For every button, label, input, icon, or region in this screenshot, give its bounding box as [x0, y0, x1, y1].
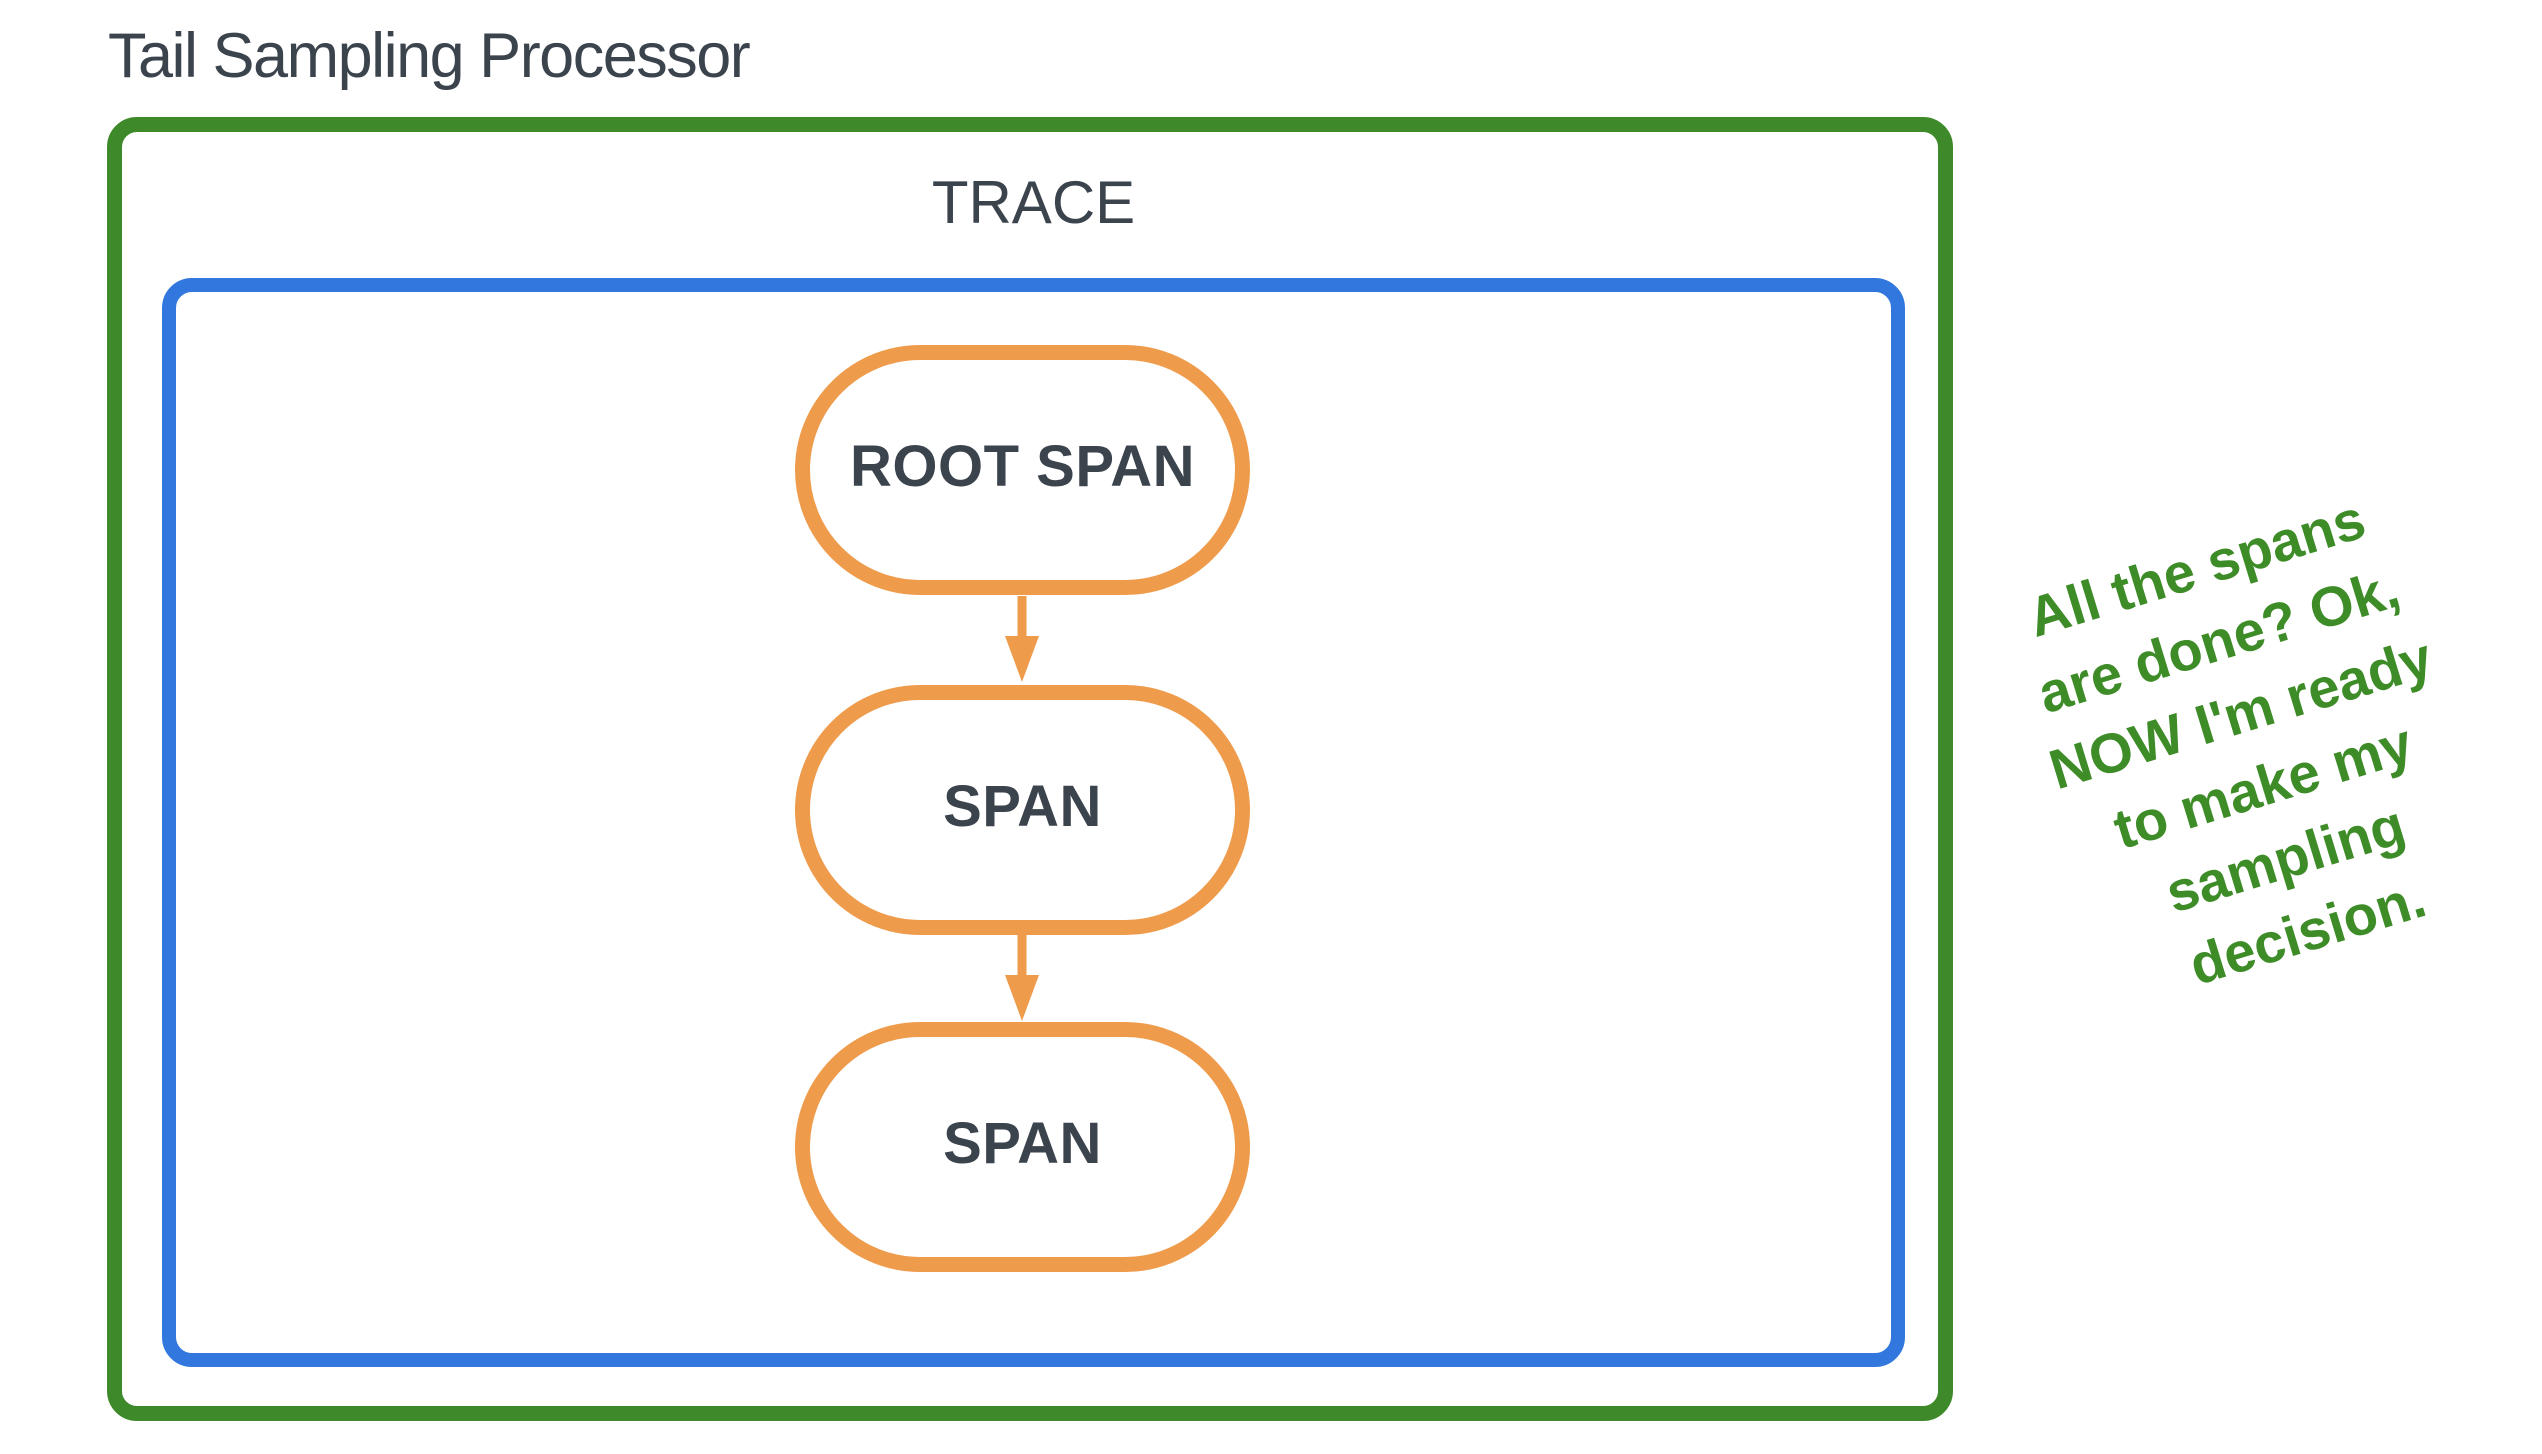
node-span-1: SPAN: [795, 685, 1250, 935]
tail-sampling-processor-box: [107, 117, 1953, 1421]
sampling-decision-annotation: All the spans are done? Ok, NOW I'm read…: [2020, 486, 2440, 997]
node-span-1-label: SPAN: [943, 773, 1102, 839]
trace-box: [162, 278, 1905, 1367]
node-span-2-label: SPAN: [943, 1110, 1102, 1176]
down-arrow-icon: [1005, 935, 1039, 1021]
node-root-span-label: ROOT SPAN: [850, 433, 1195, 499]
diagram-title: Tail Sampling Processor: [108, 21, 751, 91]
down-arrow-icon: [1005, 596, 1039, 682]
trace-label: TRACE: [931, 169, 1136, 236]
node-span-2: SPAN: [795, 1022, 1250, 1272]
node-root-span: ROOT SPAN: [795, 345, 1250, 595]
